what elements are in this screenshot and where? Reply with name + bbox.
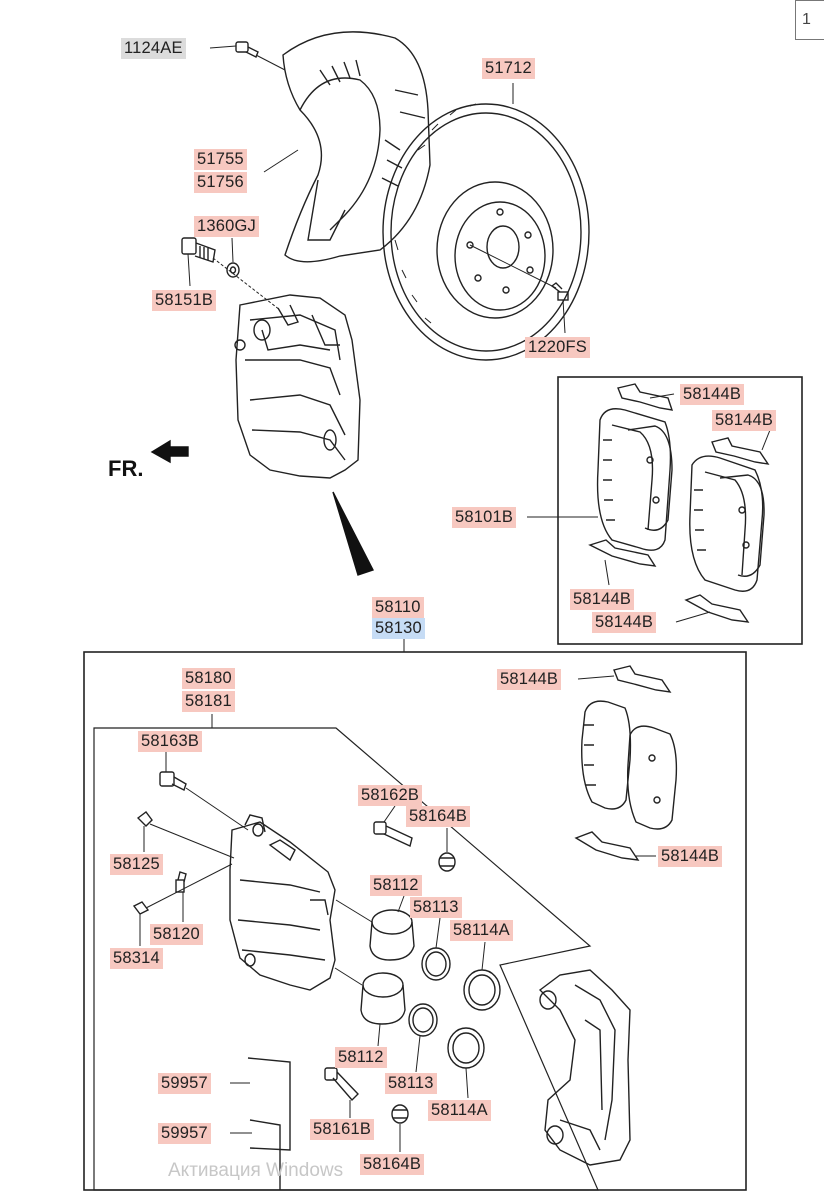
guide-pin-58162B (373, 821, 413, 847)
label-58110: 58110 (372, 597, 424, 618)
bolt-58151B (181, 237, 216, 263)
caliper-bracket (538, 969, 631, 1166)
pad-kit-box (557, 376, 803, 645)
guide-pin-58161B (324, 1067, 359, 1102)
label-1360GJ: 1360GJ (194, 216, 259, 237)
label-58181: 58181 (182, 691, 235, 712)
label-58164B-bottom: 58164B (360, 1154, 425, 1175)
label-58114A-bottom: 58114A (428, 1100, 491, 1121)
label-58151B: 58151B (152, 290, 217, 311)
label-58112-top: 58112 (370, 875, 422, 896)
boot-58164B-bot (391, 1104, 409, 1124)
shims-59957 (247, 1057, 291, 1190)
label-58113-bottom: 58113 (385, 1073, 437, 1094)
boot-58164B-top (438, 852, 456, 872)
front-direction-label: FR. (108, 456, 144, 481)
seal-58113-bot (408, 1003, 438, 1037)
washer-1360GJ (226, 262, 240, 278)
label-58144B-assy-top: 58144B (497, 669, 562, 690)
label-58101B: 58101B (452, 507, 517, 528)
caliper-subassy-box (93, 727, 599, 1191)
piston-58112-bot (360, 972, 406, 1025)
pointer-arrow (332, 491, 374, 576)
front-direction-arrow (150, 439, 189, 464)
brake-disc (382, 103, 590, 361)
label-58113-top: 58113 (410, 897, 462, 918)
label-1124AE: 1124AE (121, 38, 186, 59)
label-58120: 58120 (150, 924, 203, 945)
label-58163B: 58163B (138, 731, 203, 752)
label-58180: 58180 (182, 668, 235, 689)
label-58144B-kit-a: 58144B (680, 384, 745, 405)
label-58114A-top: 58114A (450, 920, 513, 941)
label-58162B: 58162B (358, 785, 423, 806)
boot-58114A-bot (447, 1027, 485, 1069)
seal-58113-top (421, 947, 451, 981)
label-58130: 58130 (372, 618, 425, 639)
label-58144B-kit-c: 58144B (570, 589, 635, 610)
label-58164B-top: 58164B (406, 806, 471, 827)
assy-brake-pads (574, 665, 678, 861)
label-58144B-kit-b: 58144B (712, 410, 777, 431)
label-58112-bottom: 58112 (335, 1047, 387, 1068)
brake-pads-kit (588, 383, 770, 623)
label-58161B: 58161B (310, 1119, 375, 1140)
windows-activation-watermark: Активация Windows (168, 1160, 344, 1181)
caliper-body (229, 814, 336, 991)
label-58144B-assy-bottom: 58144B (658, 846, 723, 867)
piston-58112-top (369, 909, 415, 961)
bleeder-parts (132, 811, 187, 915)
label-58314: 58314 (110, 948, 163, 969)
label-59957-top: 59957 (158, 1073, 211, 1094)
dust-shield (282, 31, 431, 263)
bolt-1124AE (235, 41, 259, 58)
bolt-58163B (159, 771, 187, 791)
label-58125: 58125 (110, 854, 163, 875)
label-1220FS: 1220FS (525, 337, 590, 358)
caliper-top (234, 294, 361, 479)
label-59957-bottom: 59957 (158, 1123, 211, 1144)
boot-58114A-top (463, 969, 501, 1011)
page-corner-number: 1 (795, 0, 824, 40)
label-58144B-kit-d: 58144B (592, 612, 657, 633)
label-51712: 51712 (482, 58, 535, 79)
label-51756: 51756 (194, 172, 247, 193)
label-51755: 51755 (194, 149, 247, 170)
